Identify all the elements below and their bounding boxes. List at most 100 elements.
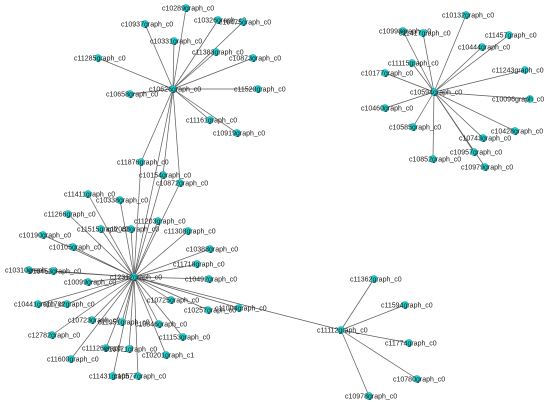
graph-node-dot[interactable] [48, 331, 56, 339]
graph-node-dot[interactable] [84, 278, 92, 286]
graph-node[interactable]: c11153graph_c0 [159, 333, 210, 342]
graph-node-dot[interactable] [401, 301, 409, 309]
graph-node-dot[interactable] [408, 59, 416, 67]
graph-node[interactable]: c10177graph_c0 [361, 69, 413, 78]
graph-node[interactable]: c10154graph_c0 [139, 171, 191, 180]
graph-node[interactable]: c10289graph_c0 [162, 4, 214, 13]
graph-node-dot[interactable] [39, 231, 47, 239]
graph-node[interactable]: c10873graph_c0 [229, 54, 281, 63]
graph-node[interactable]: c10492graph_c0 [185, 275, 237, 284]
graph-node-dot[interactable] [365, 392, 373, 400]
graph-node[interactable]: c10585graph_c0 [389, 123, 441, 132]
graph-node[interactable]: c10460graph_c0 [361, 104, 413, 113]
graph-node[interactable]: c10743graph_c0 [459, 134, 511, 143]
graph-node-dot[interactable] [419, 29, 427, 37]
graph-node[interactable]: c10978graph_c0 [345, 392, 397, 401]
graph-node[interactable]: c10725graph_c0 [147, 296, 199, 305]
graph-node-dot[interactable] [370, 275, 378, 283]
graph-node-dot[interactable] [109, 372, 117, 380]
graph-node-dot[interactable] [84, 190, 92, 198]
graph-node[interactable]: c12782graph_c0 [28, 331, 80, 340]
graph-node-dot[interactable] [134, 372, 142, 380]
graph-node-dot[interactable] [25, 266, 33, 274]
graph-node-dot[interactable] [206, 116, 214, 124]
graph-node[interactable]: c11600graph_c0 [47, 355, 99, 364]
graph-node-dot[interactable] [169, 85, 177, 93]
graph-node-dot[interactable] [184, 227, 192, 235]
graph-node-dot[interactable] [63, 300, 71, 308]
graph-node-dot[interactable] [176, 179, 184, 187]
graph-node[interactable]: c10105graph_c0 [49, 243, 101, 252]
graph-node[interactable]: c11774graph_c0 [385, 339, 437, 348]
graph-node-dot[interactable] [254, 85, 262, 93]
graph-node[interactable]: c11951graph_c0 [98, 318, 150, 327]
graph-node-dot[interactable] [429, 155, 437, 163]
graph-node[interactable]: c11308graph_c0 [164, 227, 216, 236]
graph-node[interactable]: c11515graph_c0 [77, 225, 129, 234]
graph-node-dot[interactable] [102, 344, 110, 352]
graph-node-dot[interactable] [479, 134, 487, 142]
graph-node[interactable]: c11520graph_c0 [234, 85, 286, 94]
graph-node[interactable]: c10937graph_c0 [121, 20, 173, 29]
graph-node[interactable]: c10453graph_c0 [29, 267, 81, 276]
graph-node-dot[interactable] [126, 90, 134, 98]
graph-node-dot[interactable] [88, 316, 96, 324]
graph-node[interactable]: c11383graph_c0 [192, 48, 244, 57]
graph-node[interactable]: c10099graph_c0 [64, 278, 116, 287]
graph-node[interactable]: c10998graph_c0 [379, 27, 431, 36]
graph-node[interactable]: c10371graph_c0 [105, 345, 157, 354]
graph-node-dot[interactable] [159, 171, 167, 179]
graph-node[interactable]: c10310graph_c0 [5, 266, 57, 275]
graph-node-dot[interactable] [154, 217, 162, 225]
graph-node-dot[interactable] [125, 345, 133, 353]
graph-node-dot[interactable] [212, 48, 220, 56]
graph-node[interactable]: c10338graph_c0 [96, 196, 148, 205]
graph-node[interactable]: c10444graph_c0 [458, 43, 510, 52]
graph-node[interactable]: c10388graph_c0 [186, 245, 238, 254]
graph-node-dot[interactable] [381, 69, 389, 77]
graph-node[interactable]: c12088graph_c0 [107, 225, 159, 234]
graph-node[interactable]: c10190graph_c0 [19, 231, 71, 240]
graph-node-dot[interactable] [162, 351, 170, 359]
graph-node-dot[interactable] [94, 54, 102, 62]
graph-node-dot[interactable] [511, 127, 519, 135]
graph-node-dot[interactable] [130, 273, 138, 281]
graph-node[interactable]: c10979graph_c0 [461, 163, 513, 172]
graph-node-dot[interactable] [179, 333, 187, 341]
graph-node[interactable]: c10326graph_c0 [194, 16, 246, 25]
graph-node-dot[interactable] [505, 31, 513, 39]
graph-node[interactable]: c10872graph_c0 [156, 179, 208, 188]
graph-node-dot[interactable] [249, 54, 257, 62]
graph-node[interactable]: c11285graph_c0 [74, 54, 126, 63]
graph-node-dot[interactable] [118, 318, 126, 326]
graph-node[interactable]: c10658graph_c0 [106, 90, 158, 99]
graph-node[interactable]: c10594graph_c0 [410, 88, 462, 97]
graph-node[interactable]: c10096graph_c0 [492, 95, 544, 104]
graph-node[interactable]: c10428graph_c0 [491, 127, 543, 136]
graph-node[interactable]: c10331graph_c0 [150, 37, 202, 46]
graph-node[interactable]: c11203graph_c0 [134, 217, 186, 226]
graph-node-dot[interactable] [235, 304, 243, 312]
graph-node-dot[interactable] [206, 245, 214, 253]
graph-node-dot[interactable] [182, 4, 190, 12]
graph-node-dot[interactable] [233, 129, 241, 137]
graph-node[interactable]: c11718graph_c0 [173, 260, 225, 269]
graph-node-dot[interactable] [239, 18, 247, 26]
graph-node-dot[interactable] [137, 158, 145, 166]
graph-node[interactable]: c10626graph_c0 [149, 85, 201, 94]
graph-node-dot[interactable] [478, 43, 486, 51]
graph-node[interactable]: c11876graph_c0 [117, 158, 169, 167]
graph-node[interactable]: c10723graph_c0 [68, 316, 120, 325]
graph-node-dot[interactable] [481, 163, 489, 171]
graph-node[interactable]: c11362graph_c0 [350, 275, 402, 284]
graph-node-dot[interactable] [193, 260, 201, 268]
graph-node[interactable]: c10846graph_c0 [135, 320, 187, 329]
graph-node-dot[interactable] [405, 339, 413, 347]
graph-node-dot[interactable] [69, 243, 77, 251]
graph-node[interactable]: c11457graph_c0 [485, 31, 537, 40]
graph-node-dot[interactable] [214, 16, 222, 24]
graph-node[interactable]: c11266graph_c0 [44, 210, 96, 219]
graph-node[interactable]: c11115graph_c0 [388, 59, 439, 68]
graph-node[interactable]: c10441graph_c0 [14, 300, 66, 309]
graph-node-dot[interactable] [413, 375, 421, 383]
